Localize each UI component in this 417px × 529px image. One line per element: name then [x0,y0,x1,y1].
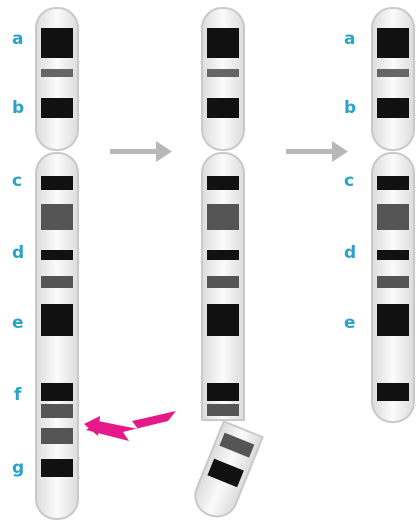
band-d [41,250,73,260]
label-d-left: d [12,245,24,262]
band-b [41,98,73,118]
label-d-right: d [344,245,356,262]
label-e-right: e [344,315,356,332]
label-b-left: b [12,100,24,117]
band-e [41,304,73,336]
band-d2 [41,276,73,288]
label-b-right: b [344,100,356,117]
band-g1 [41,428,73,444]
right-arrow-icon [286,141,348,162]
band-f2 [41,404,73,418]
label-c-left: c [12,173,22,190]
label-a-right: a [344,31,355,48]
label-e-left: e [12,315,24,332]
detached-fragment [189,421,262,522]
label-a-left: a [12,31,23,48]
lightning-bolt-icon [84,411,176,441]
resulting-chromosome [372,8,414,422]
label-g-left: g [12,460,24,477]
right-arrow-icon [110,141,172,162]
band-f [41,383,73,401]
band-g [41,459,73,477]
band-a2 [41,69,73,77]
broken-chromosome [202,8,244,420]
label-f-left: f [14,387,21,404]
band-c2 [41,204,73,230]
band-a [41,28,73,58]
label-c-right: c [344,173,354,190]
original-chromosome [36,8,78,519]
band-c [41,176,73,190]
